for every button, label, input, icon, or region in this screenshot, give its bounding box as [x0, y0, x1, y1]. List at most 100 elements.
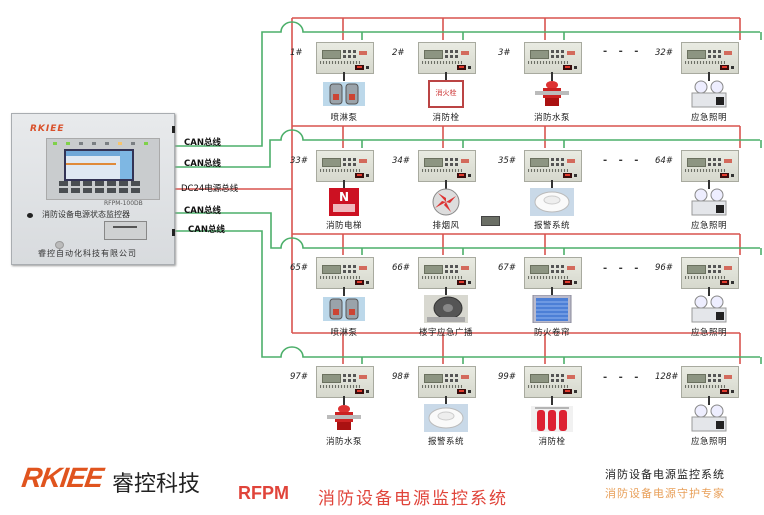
device-label: 应急照明	[690, 328, 728, 338]
connector	[551, 72, 553, 81]
monitor-module	[316, 42, 374, 74]
emergency-light-icon	[686, 80, 732, 108]
node-address: 128#	[655, 372, 679, 382]
monitor-module	[316, 150, 374, 182]
monitor-module	[524, 366, 582, 398]
node-address: 67#	[498, 263, 516, 273]
led-icon	[92, 142, 96, 145]
monitor-node: 98# 报警系统	[392, 364, 532, 479]
sprinkler-icon	[321, 80, 367, 108]
device-label: 消防栓	[432, 113, 460, 123]
device-label: 消防水泵	[325, 437, 363, 447]
connector	[708, 180, 710, 189]
device-label: 喷淋泵	[330, 113, 358, 123]
monitor-module	[681, 366, 739, 398]
device-label: 应急照明	[690, 437, 728, 447]
monitor-node: 65# 喷淋泵	[290, 255, 430, 370]
brand-logo: RKIEE	[19, 462, 105, 493]
connector	[445, 396, 447, 405]
node-address: 2#	[392, 48, 405, 58]
node-address: 98#	[392, 372, 410, 382]
cabinet-title: 消防设备电源状态监控器	[42, 210, 130, 219]
connector	[445, 180, 447, 189]
node-address: 34#	[392, 156, 410, 166]
monitor-module	[316, 257, 374, 289]
monitor-node: 33# N 消防电梯	[290, 148, 430, 263]
led-icon	[105, 142, 109, 145]
monitor-module	[524, 257, 582, 289]
system-title-cn: 消防设备电源监控系统	[318, 489, 508, 509]
monitor-node: 3# 消防水泵	[498, 40, 638, 155]
fire-pump-icon	[529, 80, 575, 108]
fire-elevator-icon: N	[321, 188, 367, 216]
connector	[708, 396, 710, 405]
smoke-detector-icon	[423, 404, 469, 432]
monitor-module	[681, 150, 739, 182]
svg-text:N: N	[339, 190, 349, 204]
device-label: 应急照明	[690, 113, 728, 123]
connector	[551, 180, 553, 189]
can-bus-4	[173, 230, 760, 358]
monitor-module	[418, 42, 476, 74]
bus-label-can-3: CAN总线	[184, 206, 221, 216]
device-label: 消防水泵	[533, 113, 571, 123]
lcd-screen	[64, 149, 134, 181]
device-label: 喷淋泵	[330, 328, 358, 338]
indicator-leds	[53, 142, 148, 145]
node-address: 35#	[498, 156, 516, 166]
monitor-module	[681, 257, 739, 289]
system-title-en: RFPM	[238, 483, 289, 503]
monitor-module	[418, 150, 476, 182]
gas-cylinders-icon	[529, 404, 575, 432]
monitor-node: 32# 应急照明	[655, 40, 764, 155]
buzzer-icon	[55, 241, 64, 249]
device-label: 报警系统	[427, 437, 465, 447]
control-panel	[46, 138, 160, 200]
led-icon	[66, 142, 70, 145]
smoke-detector-icon	[529, 188, 575, 216]
monitor-module	[316, 366, 374, 398]
node-address: 32#	[655, 48, 673, 58]
ellipsis: - - -	[603, 155, 643, 166]
can-bus-1	[173, 21, 760, 147]
monitor-module	[418, 257, 476, 289]
bus-label-can-1: CAN总线	[184, 138, 221, 148]
device-label: 消防电梯	[325, 221, 363, 231]
controller-cabinet: RKIEE RFPM-100DB 消防设备电源状态监控器 睿控自动化科技有限公司	[11, 113, 175, 265]
connector	[343, 180, 345, 189]
monitor-node: 64# 应急照明	[655, 148, 764, 263]
node-address: 99#	[498, 372, 516, 382]
connector	[551, 396, 553, 405]
connector	[551, 287, 553, 296]
device-label: 报警系统	[533, 221, 571, 231]
can-bus-2	[173, 129, 760, 168]
smoke-fan-icon	[423, 188, 469, 216]
port-icon	[172, 126, 175, 133]
node-address: 33#	[290, 156, 308, 166]
monitor-module	[418, 366, 476, 398]
port-icon	[172, 229, 175, 236]
speaker-icon	[423, 295, 469, 323]
junction-box-icon	[481, 216, 500, 226]
cabinet-brand: RKIEE	[30, 124, 65, 134]
node-address: 96#	[655, 263, 673, 273]
monitor-node: 66# 楼宇应急广播	[392, 255, 532, 370]
node-address: 66#	[392, 263, 410, 273]
ellipsis: - - -	[603, 263, 643, 274]
can-bus-3	[173, 212, 760, 249]
monitor-node: 2# 消火栓 消防栓	[392, 40, 532, 155]
monitor-node: 96# 应急照明	[655, 255, 764, 370]
led-icon	[53, 142, 57, 145]
ellipsis: - - -	[603, 46, 643, 57]
slogan-secondary: 消防设备电源守护专家	[605, 487, 725, 500]
key-lock-icon	[27, 213, 33, 218]
device-label: 防火卷帘	[533, 328, 571, 338]
svg-text:消火栓: 消火栓	[436, 88, 457, 97]
connector	[343, 396, 345, 405]
node-address: 65#	[290, 263, 308, 273]
brand-name: 睿控科技	[112, 472, 201, 497]
bus-label-can-4: CAN总线	[188, 225, 225, 235]
monitor-module	[524, 42, 582, 74]
device-label: 应急照明	[690, 221, 728, 231]
